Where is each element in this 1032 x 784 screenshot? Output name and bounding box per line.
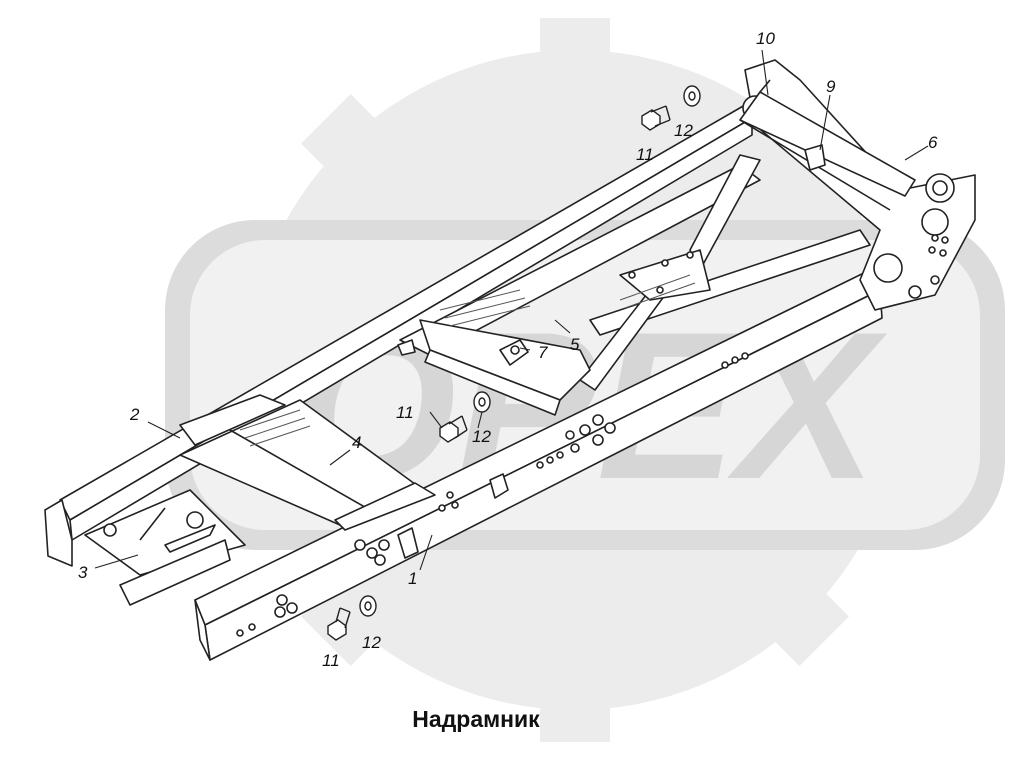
bolt-11a-icon	[641, 105, 671, 131]
callout-7: 7	[538, 343, 548, 362]
right-longitudinal-beam	[194, 269, 883, 661]
callout-12-bottom: 12	[362, 633, 381, 652]
rear-crossbar	[739, 79, 916, 211]
rubber-pads	[239, 274, 696, 447]
callout-11-top: 11	[636, 145, 654, 164]
callout-labels: 10 9 6 12 11 5 7 11 12 2 4 3 1 12 11	[78, 29, 938, 670]
callout-6: 6	[928, 133, 938, 152]
callout-12-top: 12	[674, 121, 693, 140]
callout-4: 4	[352, 433, 361, 452]
loose-fasteners	[327, 85, 701, 641]
callout-2: 2	[129, 405, 140, 424]
bolt-11c-icon	[327, 607, 351, 641]
callout-10: 10	[756, 29, 775, 48]
callout-12-mid: 12	[472, 427, 491, 446]
front-bracket	[84, 489, 246, 606]
leader-lines	[94, 49, 929, 571]
joint-plates	[179, 394, 436, 531]
frame-assembly	[44, 59, 976, 661]
nut-12a-icon	[683, 85, 701, 107]
x-braces	[399, 154, 871, 391]
bolt-groups	[236, 352, 749, 637]
callout-11-bottom: 11	[322, 651, 340, 670]
callout-9: 9	[826, 77, 836, 96]
middle-crossmember	[419, 319, 591, 416]
bolt-11b-icon	[439, 415, 468, 443]
side-brackets	[397, 144, 826, 559]
nut-12c-icon	[359, 595, 377, 617]
diagram-caption: Надрамник	[412, 706, 540, 732]
callout-3: 3	[78, 563, 88, 582]
callout-1: 1	[408, 569, 417, 588]
callout-11-mid: 11	[396, 403, 414, 422]
nut-12b-icon	[473, 391, 491, 413]
bracket-7	[499, 339, 529, 366]
callout-5: 5	[570, 335, 580, 354]
